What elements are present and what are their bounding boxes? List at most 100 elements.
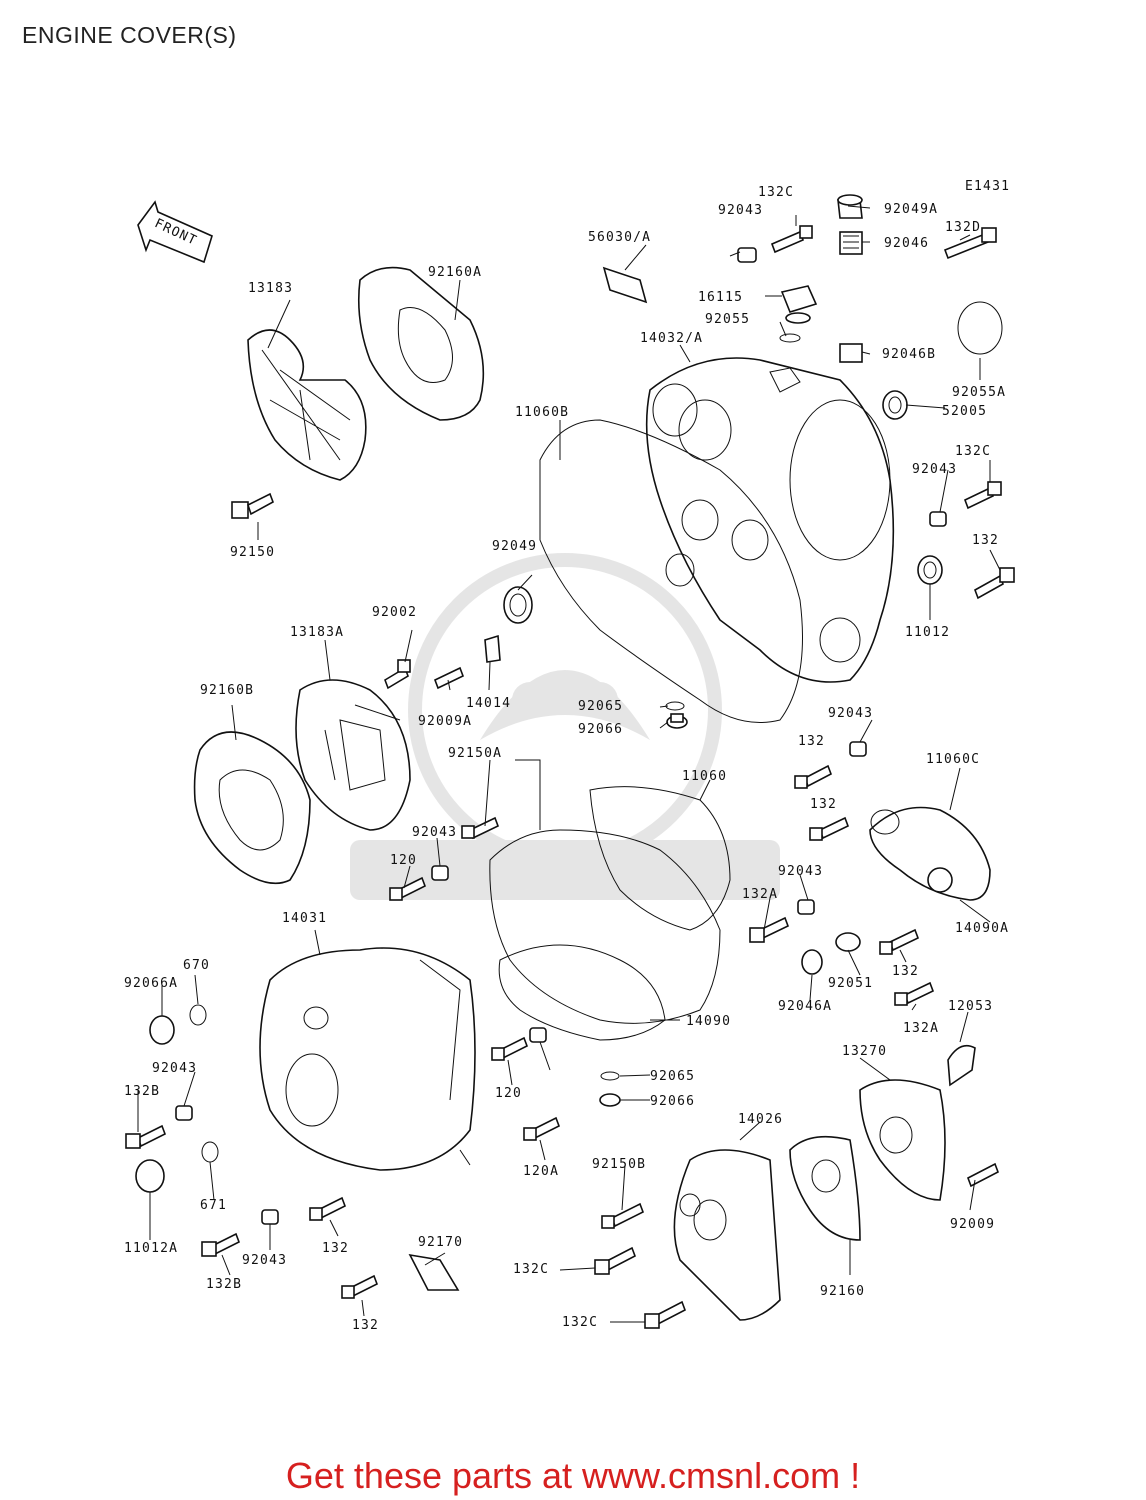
shield-13183A — [295, 679, 411, 831]
oring-92065-low-icon — [600, 1071, 620, 1081]
part-label: 92043 — [912, 462, 957, 477]
bolt-120-icon — [389, 876, 427, 901]
plug-92066A-icon — [149, 1015, 175, 1045]
bolt-132A-icon — [749, 916, 790, 943]
bolt-132C-low-b-icon — [644, 1300, 686, 1329]
part-label: 132C — [758, 185, 794, 200]
part-label: 92160A — [428, 265, 482, 280]
bolt-92150A-icon — [461, 816, 500, 840]
crankcase-cover-14032A — [645, 357, 895, 683]
part-label: 13183 — [248, 281, 293, 296]
bush-92049A-icon — [837, 194, 863, 219]
part-label: 92049A — [884, 202, 938, 217]
part-label: 132B — [124, 1084, 160, 1099]
part-label: 132 — [352, 1318, 379, 1333]
cap-16115-icon — [780, 285, 818, 324]
part-label: 92046A — [778, 999, 832, 1014]
part-label: 13183A — [290, 625, 344, 640]
bolt-132D-icon — [943, 227, 997, 260]
part-label: 671 — [200, 1198, 227, 1213]
part-label: 132 — [972, 533, 999, 548]
seal-92049-icon — [503, 586, 533, 624]
part-label: 132A — [903, 1021, 939, 1036]
bolt-92009A-icon — [433, 666, 465, 690]
part-label: 56030/A — [588, 230, 651, 245]
part-label: 11060B — [515, 405, 569, 420]
part-label: 14090 — [686, 1014, 731, 1029]
dowel-92043-mid-right-icon — [849, 741, 867, 757]
part-label: 92051 — [828, 976, 873, 991]
bolt-92009-icon — [967, 1162, 999, 1188]
bracket-12053-icon — [947, 1044, 976, 1087]
oring-92055-icon — [779, 333, 801, 343]
clutch-cover-14031 — [259, 947, 476, 1171]
part-label: 12053 — [948, 999, 993, 1014]
bolt-132-mid-c-icon — [879, 928, 920, 955]
bearing-92046B-icon — [839, 343, 863, 363]
part-label: 92160B — [200, 683, 254, 698]
oring-671-icon — [201, 1141, 219, 1163]
plug-11012-icon — [917, 555, 943, 585]
part-label: 92043 — [412, 825, 457, 840]
diagram-id: E1431 — [965, 179, 1010, 194]
footer-link[interactable]: Get these parts at www.cmsnl.com ! — [285, 1455, 861, 1496]
part-label: 92043 — [828, 706, 873, 721]
oring-670-icon — [189, 1004, 207, 1026]
part-label: 92049 — [492, 539, 537, 554]
part-label: 14026 — [738, 1112, 783, 1127]
bolt-92002-icon — [384, 659, 411, 690]
part-label: 132 — [892, 964, 919, 979]
plate-92160 — [789, 1135, 861, 1241]
oring-92065-icon — [665, 701, 685, 711]
bracket-92170-icon — [408, 1253, 460, 1291]
part-label: 92055 — [705, 312, 750, 327]
bolt-132-right-icon — [974, 567, 1015, 600]
part-label: 92066A — [124, 976, 178, 991]
dowel-92043-mid-c-icon — [431, 865, 449, 881]
part-label: 11012A — [124, 1241, 178, 1256]
page-title: ENGINE COVER(S) — [22, 22, 237, 48]
plug-11012A-icon — [135, 1159, 165, 1193]
front-arrow-icon: FRONT — [137, 200, 213, 264]
part-label: 92055A — [952, 385, 1006, 400]
bolt-132-low-b-icon — [341, 1274, 379, 1299]
part-label: 120 — [495, 1086, 522, 1101]
plate-92160B — [193, 731, 311, 885]
part-label: 132B — [206, 1277, 242, 1292]
part-label: 92046 — [884, 236, 929, 251]
oring-92055A-icon — [957, 301, 1003, 355]
gasket-11060 — [489, 786, 731, 1024]
part-label: 92170 — [418, 1235, 463, 1250]
heat-shield-13183 — [247, 329, 367, 481]
washer-14014-icon — [484, 634, 501, 663]
part-label: 13270 — [842, 1044, 887, 1059]
plug-92066-icon — [666, 713, 688, 729]
part-label: 14090A — [955, 921, 1009, 936]
bolt-132-mid-a-icon — [794, 764, 832, 789]
part-label: 132 — [798, 734, 825, 749]
part-label: 132 — [322, 1241, 349, 1256]
part-label: 132D — [945, 220, 981, 235]
part-label: 92065 — [650, 1069, 695, 1084]
dowel-92043-left-icon — [175, 1105, 193, 1121]
dowel-92043-low-b-icon — [529, 1027, 547, 1043]
bolt-120-low-icon — [491, 1036, 529, 1061]
cover-14090 — [498, 944, 666, 1041]
part-label: 11060C — [926, 752, 980, 767]
part-label: 11012 — [905, 625, 950, 640]
dowel-92043-mid-b-icon — [797, 899, 815, 915]
bolt-132B-lower-icon — [201, 1232, 241, 1257]
washer-92051-icon — [835, 932, 861, 952]
part-label: 14031 — [282, 911, 327, 926]
part-label: 132C — [955, 444, 991, 459]
bolt-132C-top-icon — [770, 225, 813, 254]
part-label: 132C — [562, 1315, 598, 1330]
part-label: 11060 — [682, 769, 727, 784]
bolt-132B-upper-icon — [125, 1124, 167, 1149]
part-label: 52005 — [942, 404, 987, 419]
bolt-132A-low-icon — [894, 981, 935, 1006]
part-label: 92043 — [718, 203, 763, 218]
leader-lines — [137, 205, 1001, 1323]
part-label: 92066 — [578, 722, 623, 737]
part-label: 120 — [390, 853, 417, 868]
